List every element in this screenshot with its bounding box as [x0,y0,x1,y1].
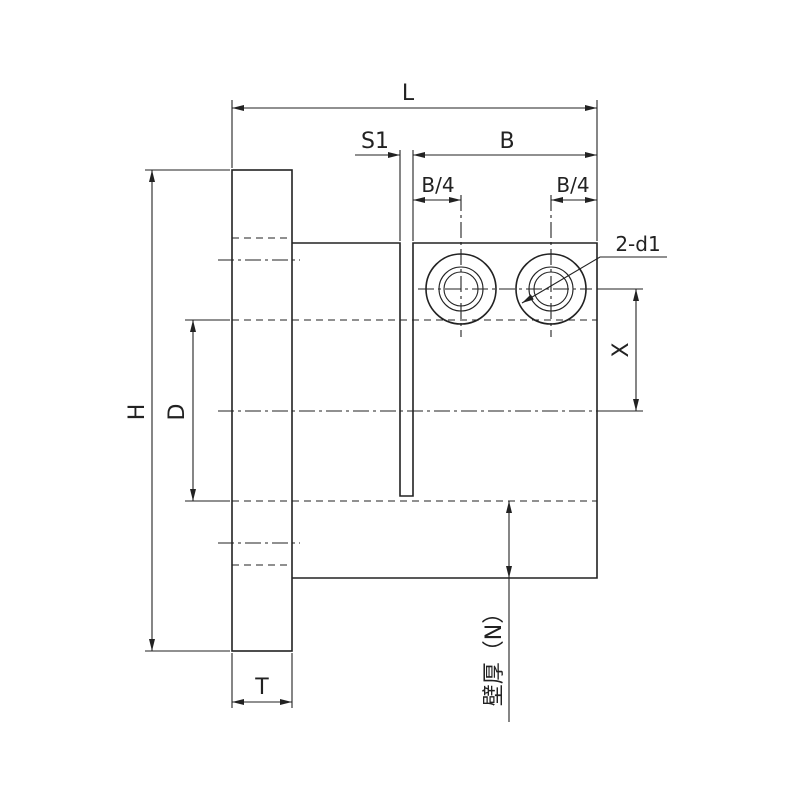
callout-hole-spec: 2-d1 [521,232,667,304]
label-flange-thickness: T [254,675,269,700]
label-bolt-span: B [499,129,514,154]
label-bolt-offset-left: B/4 [421,173,454,197]
dimension-flange-thickness: T [231,653,293,708]
dimension-height: H [125,169,230,652]
label-height: H [125,404,150,421]
dimension-bolt-span: B [413,129,597,158]
dimension-wall-thickness: 壁厚（N） [482,501,512,722]
dimension-hole-height: X [597,288,643,412]
dimension-bolt-offset-right: B/4 [551,173,597,203]
dimension-length: L [231,81,598,241]
dimension-bolt-offset-left: B/4 [413,173,461,203]
label-length: L [402,81,415,106]
label-bolt-offset-right: B/4 [556,173,589,197]
label-hole-spec: 2-d1 [615,232,660,256]
label-slot-width: S1 [361,129,389,154]
label-hole-height: X [609,342,634,357]
label-wall-thickness: 壁厚（N） [482,602,507,706]
clamp-body [292,242,598,579]
label-bore: D [165,404,190,421]
dimension-slot-width: S1 [355,129,414,241]
dimension-bore: D [165,319,230,502]
